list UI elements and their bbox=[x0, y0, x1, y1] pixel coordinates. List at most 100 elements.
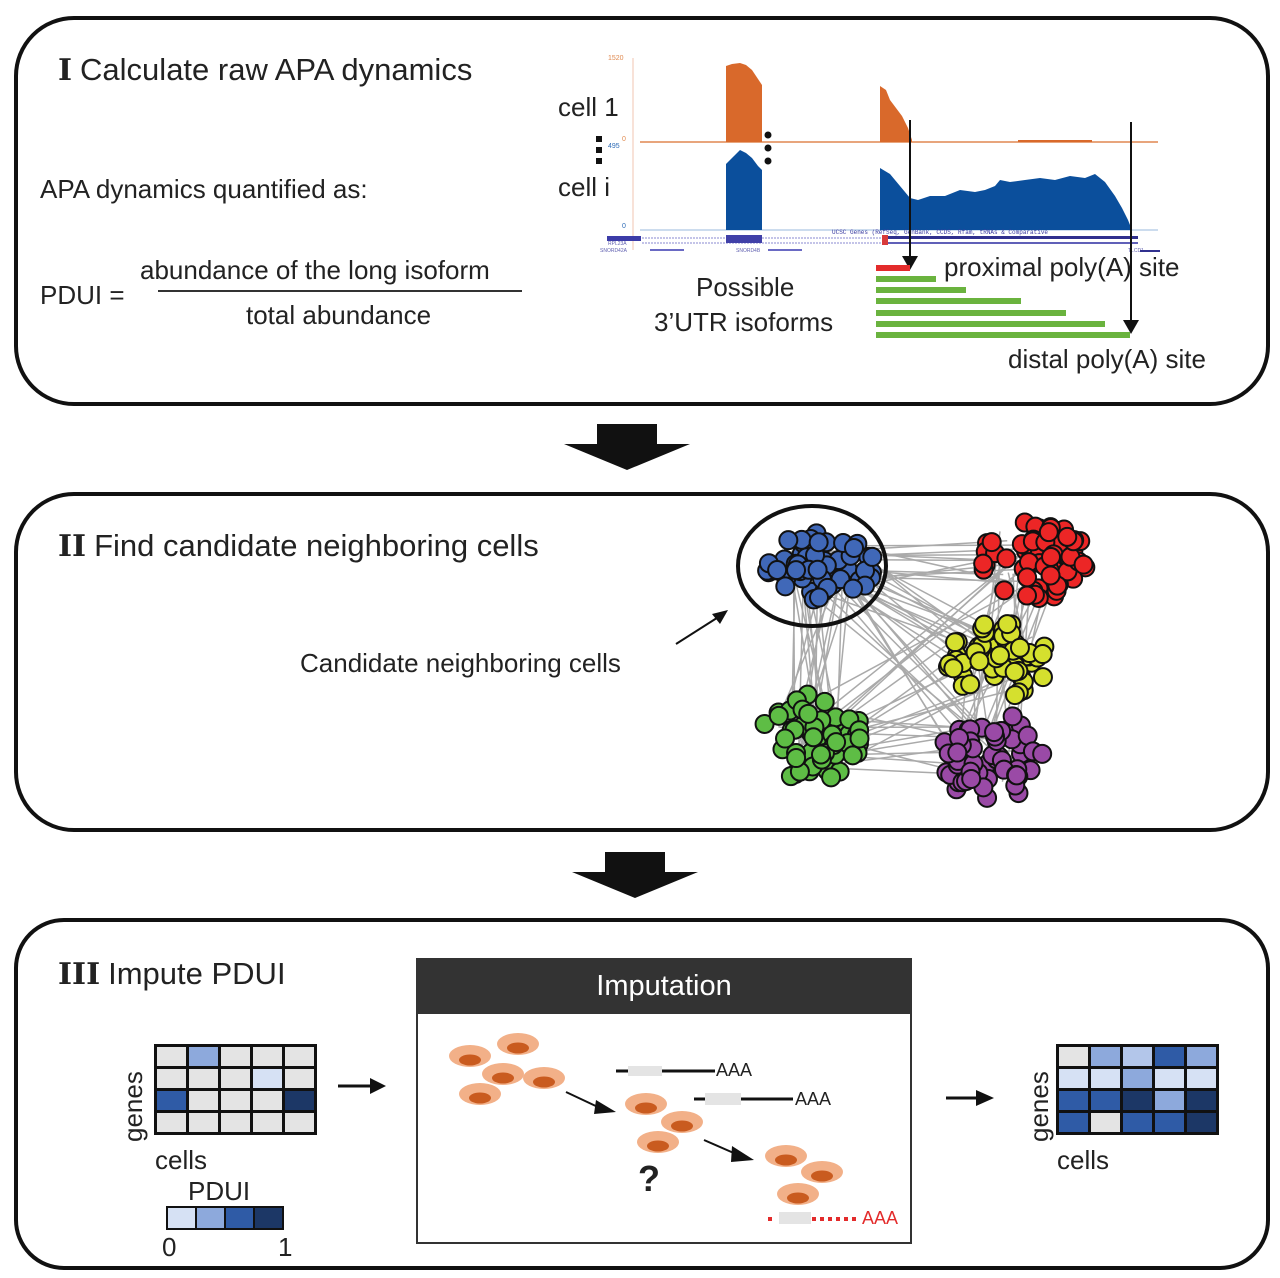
matrix-cell bbox=[253, 1069, 282, 1088]
transcript-3-dash bbox=[768, 1217, 772, 1221]
matrix-cell bbox=[157, 1069, 186, 1088]
cell-node bbox=[989, 645, 1010, 666]
graph-clusters bbox=[754, 512, 1096, 808]
cell-node bbox=[943, 658, 964, 679]
candidate-pointer-arrow-icon bbox=[675, 610, 728, 645]
isoform-bar bbox=[876, 287, 966, 293]
cell-node bbox=[798, 703, 819, 724]
cell-i-scale-max: 495 bbox=[608, 143, 620, 150]
cell-1-coverage-tail bbox=[1018, 140, 1092, 142]
gene-exon-marker bbox=[882, 235, 888, 245]
cell-node bbox=[786, 560, 807, 581]
cluster-red bbox=[973, 512, 1096, 608]
cell-icon bbox=[449, 1045, 491, 1067]
cell-node bbox=[1002, 706, 1023, 727]
legend-max-label: 1 bbox=[278, 1232, 293, 1262]
before-cells-label: cells bbox=[155, 1145, 208, 1175]
legend-swatch bbox=[197, 1208, 224, 1228]
isoforms-label-line-1: Possible bbox=[696, 272, 795, 302]
matrix-cell bbox=[1091, 1047, 1120, 1066]
formula-denominator: total abundance bbox=[246, 300, 432, 330]
gene-utr bbox=[888, 236, 1138, 239]
matrix-cell bbox=[1187, 1047, 1216, 1066]
matrix-cell bbox=[221, 1069, 250, 1088]
step-arrow-down-icon bbox=[564, 424, 690, 470]
cell-node bbox=[1017, 585, 1038, 606]
graph-edge bbox=[835, 553, 1044, 715]
cell-node bbox=[1032, 743, 1053, 764]
matrix-cell bbox=[221, 1047, 250, 1066]
matrix-cell bbox=[157, 1113, 186, 1132]
matrix-cell bbox=[221, 1113, 250, 1132]
cell-node bbox=[1004, 685, 1025, 706]
cell-icon bbox=[459, 1083, 501, 1105]
question-mark: ? bbox=[638, 1158, 660, 1199]
ellipsis-dot bbox=[596, 136, 602, 142]
matrix-cell bbox=[157, 1091, 186, 1110]
gene-feature bbox=[1140, 250, 1160, 252]
pdui-matrix-after bbox=[1056, 1044, 1219, 1135]
cell-node bbox=[803, 727, 824, 748]
legend-swatch bbox=[168, 1208, 195, 1228]
cell-node bbox=[1057, 526, 1078, 547]
neighbor-graph bbox=[736, 504, 1096, 808]
matrix-cell bbox=[1059, 1091, 1088, 1110]
pdui-matrix-before bbox=[154, 1044, 317, 1135]
matrix-cell bbox=[1123, 1113, 1152, 1132]
cell-node bbox=[849, 728, 870, 749]
cell-node bbox=[984, 722, 1005, 743]
cell-1-label: cell 1 bbox=[558, 92, 619, 122]
cell-1-coverage-exon-1 bbox=[726, 63, 762, 142]
cell-node bbox=[997, 614, 1018, 635]
candidate-highlight-circle bbox=[736, 504, 888, 628]
after-genes-label: genes bbox=[1024, 1071, 1054, 1142]
pdui-legend bbox=[166, 1206, 284, 1230]
cluster-blue bbox=[757, 523, 883, 610]
matrix-cell bbox=[1123, 1047, 1152, 1066]
panel-3-title-text: Impute PDUI bbox=[108, 956, 286, 991]
ellipsis-dot bbox=[596, 147, 602, 153]
cell-i-scale-min: 0 bbox=[622, 223, 626, 230]
matrix-cell bbox=[253, 1047, 282, 1066]
imputation-arrow-2-head bbox=[731, 1146, 754, 1162]
matrix-cell bbox=[189, 1047, 218, 1066]
cell-node bbox=[996, 548, 1017, 569]
gene-name: SNORD4B bbox=[736, 248, 761, 254]
cell-node bbox=[814, 691, 835, 712]
imputation-header: Imputation bbox=[418, 960, 910, 1014]
genome-browser-tracks: UCSC Genes (RefSeq, GenBank, CCDS, Rfam,… bbox=[600, 58, 1160, 338]
cell-node bbox=[1038, 522, 1059, 543]
matrix-cell bbox=[1155, 1047, 1184, 1066]
matrix-cell bbox=[189, 1113, 218, 1132]
matrix-cell bbox=[157, 1047, 186, 1066]
cell-node bbox=[1032, 667, 1053, 688]
gene-name: SNORD42A bbox=[600, 248, 628, 254]
imputation-arrow-2 bbox=[703, 1139, 737, 1155]
cell-node bbox=[843, 537, 864, 558]
gene-name: TLCD1 bbox=[1128, 248, 1144, 254]
panel-2-title-text: Find candidate neighboring cells bbox=[94, 528, 539, 563]
matrix-cell bbox=[189, 1069, 218, 1088]
cell-i-coverage-exon-2 bbox=[880, 168, 1132, 230]
graph-edge bbox=[827, 573, 985, 734]
transcript-2-exon bbox=[705, 1093, 741, 1105]
cell-icon bbox=[523, 1067, 565, 1089]
matrix-cell bbox=[1091, 1069, 1120, 1088]
cell-node bbox=[994, 580, 1015, 601]
panel-3-numeral: III bbox=[58, 957, 101, 992]
cell-node bbox=[808, 532, 829, 553]
cell-node bbox=[862, 546, 883, 567]
matrix-cell bbox=[221, 1091, 250, 1110]
step-arrow-down-icon bbox=[572, 852, 698, 898]
proximal-arrow-head bbox=[902, 256, 918, 270]
panel-1-numeral: I bbox=[58, 53, 73, 88]
cell-node bbox=[1032, 644, 1053, 665]
matrix-cell bbox=[253, 1091, 282, 1110]
panel-2-numeral: II bbox=[58, 529, 87, 564]
matrix-cell bbox=[1155, 1113, 1184, 1132]
legend-swatch bbox=[255, 1208, 282, 1228]
after-cells-label: cells bbox=[1057, 1145, 1110, 1175]
cell-node bbox=[810, 744, 831, 765]
cell-1-scale-max: 1520 bbox=[608, 55, 624, 62]
